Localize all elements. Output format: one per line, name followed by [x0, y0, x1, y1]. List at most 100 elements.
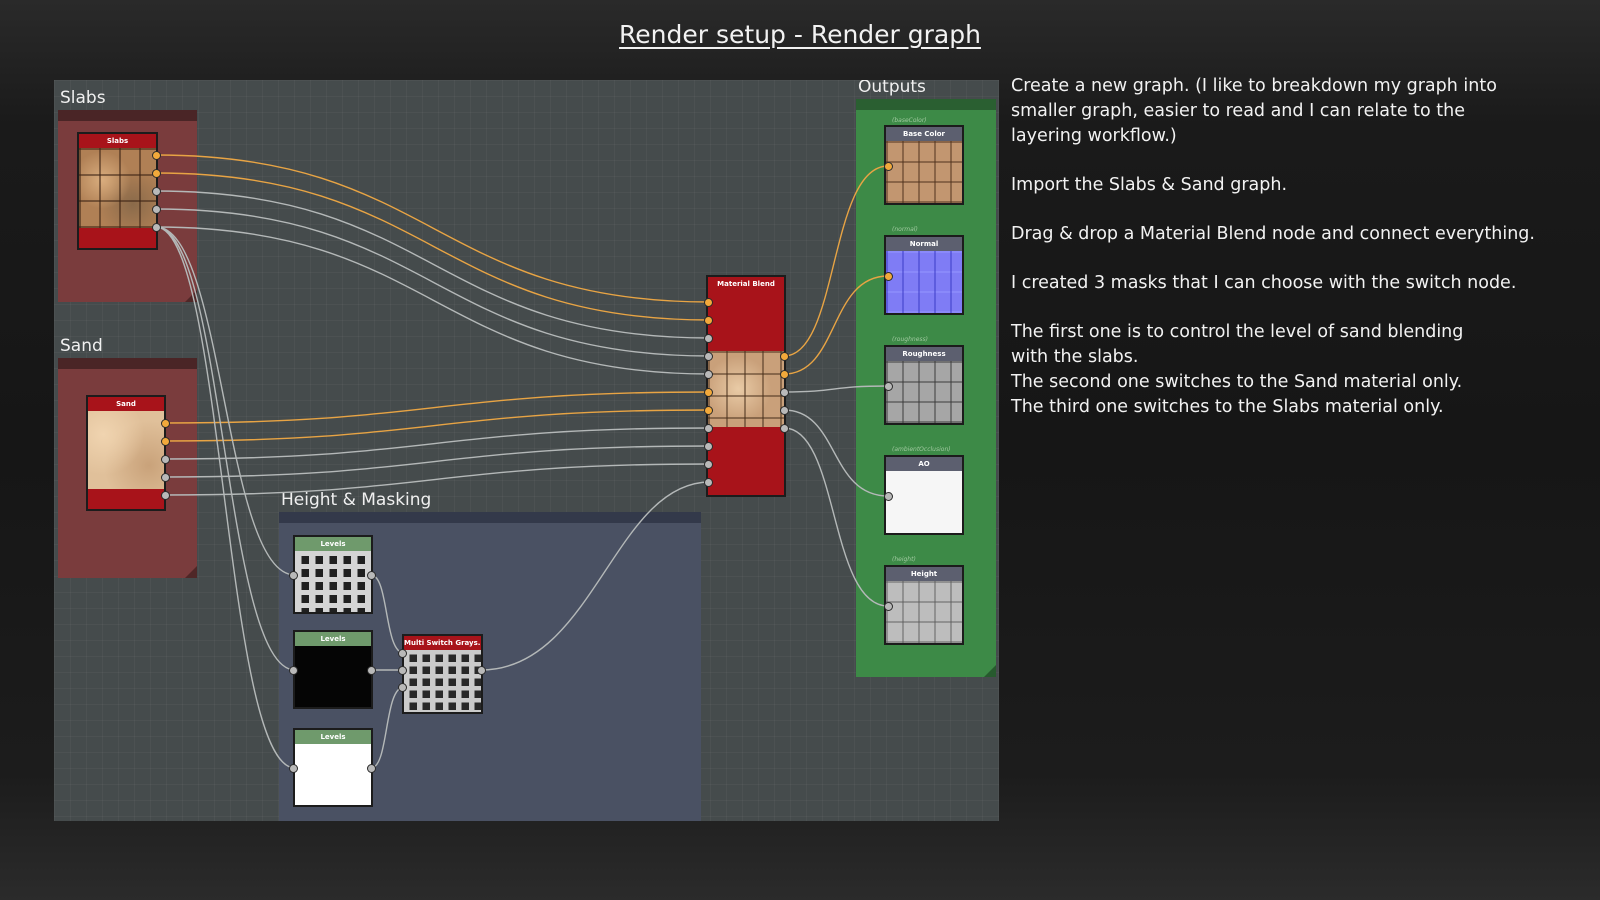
- output-ao-usage: (ambientOcclusion): [892, 446, 951, 453]
- port-grayscale-icon[interactable]: [780, 424, 789, 433]
- wire: [164, 391, 711, 424]
- output-height-title: Height: [886, 567, 962, 581]
- port-grayscale-icon[interactable]: [704, 442, 713, 451]
- port-color-icon[interactable]: [704, 406, 713, 415]
- port-grayscale-icon[interactable]: [289, 666, 298, 675]
- wire: [164, 463, 711, 496]
- port-color-icon[interactable]: [152, 169, 161, 178]
- port-grayscale-icon[interactable]: [780, 406, 789, 415]
- frame-outputs-bar[interactable]: [856, 99, 996, 110]
- port-color-icon[interactable]: [780, 370, 789, 379]
- port-grayscale-icon[interactable]: [704, 460, 713, 469]
- wire: [155, 226, 711, 375]
- frame-resize-handle[interactable]: [984, 665, 996, 677]
- wire: [155, 154, 711, 303]
- port-grayscale-icon[interactable]: [152, 187, 161, 196]
- port-grayscale-icon[interactable]: [884, 602, 893, 611]
- node-sand-title: Sand: [116, 400, 136, 408]
- port-grayscale-icon[interactable]: [704, 370, 713, 379]
- note-line: The third one switches to the Slabs mate…: [1011, 397, 1444, 417]
- frame-height-masking-title: Height & Masking: [281, 490, 432, 510]
- node-levels-2[interactable]: Levels: [293, 630, 373, 709]
- node-slabs-thumbnail: [79, 148, 156, 228]
- node-slabs-title: Slabs: [106, 137, 129, 145]
- output-normal-thumbnail: [886, 251, 962, 313]
- port-color-icon[interactable]: [152, 151, 161, 160]
- output-basecolor-thumbnail: [886, 141, 962, 203]
- port-grayscale-icon[interactable]: [884, 382, 893, 391]
- node-material-blend-title: Material Blend: [717, 280, 775, 288]
- frame-height-masking-bar[interactable]: [279, 512, 701, 523]
- output-height-usage: (height): [892, 556, 916, 563]
- port-grayscale-icon[interactable]: [704, 352, 713, 361]
- wire: [164, 445, 711, 478]
- port-grayscale-icon[interactable]: [780, 388, 789, 397]
- node-slabs[interactable]: Slabs: [77, 132, 158, 250]
- output-normal-usage: (normal): [892, 226, 918, 233]
- node-levels-3[interactable]: Levels: [293, 728, 373, 807]
- port-grayscale-icon[interactable]: [398, 666, 407, 675]
- output-roughness[interactable]: Roughness: [884, 345, 964, 425]
- output-ao-thumbnail: [886, 471, 962, 533]
- port-grayscale-icon[interactable]: [152, 205, 161, 214]
- note-paragraph-4: I created 3 masks that I can choose with…: [1011, 273, 1517, 293]
- output-normal-title: Normal: [886, 237, 962, 251]
- port-grayscale-icon[interactable]: [704, 424, 713, 433]
- frame-resize-handle[interactable]: [185, 566, 197, 578]
- slide-title: Render setup - Render graph: [619, 20, 981, 49]
- port-grayscale-icon[interactable]: [161, 455, 170, 464]
- node-levels-1-title: Levels: [295, 537, 371, 551]
- note-line: with the slabs.: [1011, 347, 1139, 367]
- node-levels-1[interactable]: Levels: [293, 535, 373, 614]
- node-sand-thumbnail: [88, 411, 164, 489]
- port-grayscale-icon[interactable]: [704, 334, 713, 343]
- port-color-icon[interactable]: [704, 316, 713, 325]
- node-multi-switch[interactable]: Multi Switch Grays...: [402, 634, 483, 714]
- port-color-icon[interactable]: [704, 388, 713, 397]
- port-grayscale-icon[interactable]: [289, 764, 298, 773]
- frame-outputs-title: Outputs: [858, 80, 926, 97]
- node-material-blend[interactable]: Material Blend: [706, 275, 786, 497]
- frame-resize-handle[interactable]: [185, 290, 197, 302]
- output-height[interactable]: Height: [884, 565, 964, 645]
- port-grayscale-icon[interactable]: [152, 223, 161, 232]
- port-color-icon[interactable]: [884, 162, 893, 171]
- port-grayscale-icon[interactable]: [398, 649, 407, 658]
- graph-canvas[interactable]: Slabs Sand Height & Masking Outputs Slab…: [54, 80, 999, 821]
- node-sand[interactable]: Sand: [86, 395, 166, 511]
- port-grayscale-icon[interactable]: [398, 683, 407, 692]
- note-paragraph-2: Import the Slabs & Sand graph.: [1011, 175, 1288, 195]
- port-color-icon[interactable]: [884, 272, 893, 281]
- output-roughness-usage: (roughness): [892, 336, 928, 343]
- frame-slabs-bar[interactable]: [58, 110, 197, 121]
- port-grayscale-icon[interactable]: [161, 491, 170, 500]
- output-ao-title: AO: [886, 457, 962, 471]
- node-levels-3-title: Levels: [295, 730, 371, 744]
- port-grayscale-icon[interactable]: [704, 478, 713, 487]
- port-grayscale-icon[interactable]: [367, 666, 376, 675]
- node-multi-switch-title: Multi Switch Grays...: [404, 636, 481, 650]
- output-roughness-title: Roughness: [886, 347, 962, 361]
- output-roughness-thumbnail: [886, 361, 962, 423]
- port-color-icon[interactable]: [161, 437, 170, 446]
- port-color-icon[interactable]: [161, 419, 170, 428]
- port-color-icon[interactable]: [704, 298, 713, 307]
- note-line: The first one is to control the level of…: [1011, 322, 1464, 342]
- note-line: smaller graph, easier to read and I can …: [1011, 101, 1466, 121]
- port-grayscale-icon[interactable]: [367, 764, 376, 773]
- output-basecolor[interactable]: Base Color: [884, 125, 964, 205]
- port-color-icon[interactable]: [780, 352, 789, 361]
- port-grayscale-icon[interactable]: [367, 571, 376, 580]
- port-grayscale-icon[interactable]: [884, 492, 893, 501]
- output-normal[interactable]: Normal: [884, 235, 964, 315]
- output-basecolor-title: Base Color: [886, 127, 962, 141]
- port-grayscale-icon[interactable]: [477, 666, 486, 675]
- note-paragraph-3: Drag & drop a Material Blend node and co…: [1011, 224, 1535, 244]
- node-levels-3-thumbnail: [295, 744, 371, 805]
- port-grayscale-icon[interactable]: [289, 571, 298, 580]
- note-line: layering workflow.): [1011, 126, 1177, 146]
- output-ao[interactable]: AO: [884, 455, 964, 535]
- port-grayscale-icon[interactable]: [161, 473, 170, 482]
- frame-sand-bar[interactable]: [58, 358, 197, 369]
- wire: [164, 409, 711, 442]
